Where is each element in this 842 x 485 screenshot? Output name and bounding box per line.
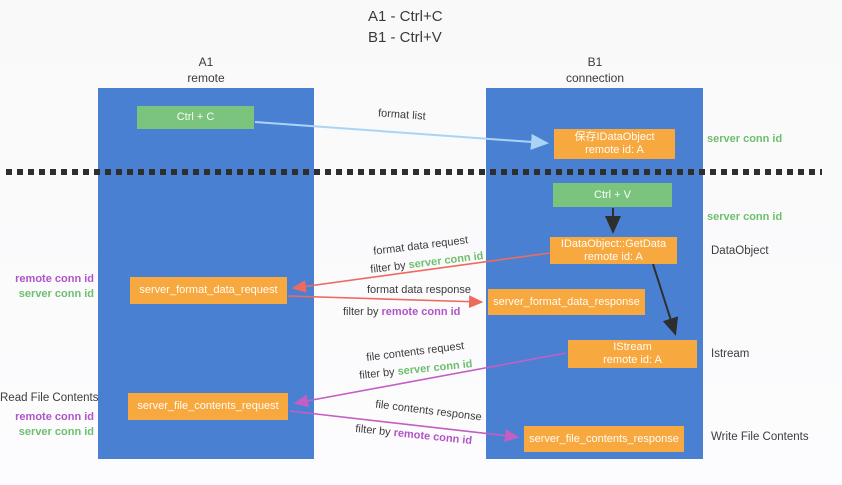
arrow-format-data-response (287, 295, 484, 309)
left-label-server-conn-id-top: server conn id (18, 288, 94, 300)
right-label-istream: Istream (711, 348, 750, 360)
column-b-header: B1 connection (487, 54, 703, 86)
node-istream-line1: IStream (613, 341, 652, 353)
filter-by-text: filter by (354, 422, 392, 439)
node-istream-line2: remote id: A (603, 354, 662, 366)
left-label-server-conn-id-bottom: server conn id (18, 426, 94, 438)
node-server-format-data-response: server_format_data_response (488, 289, 645, 315)
right-label-server-conn-id-mid: server conn id (707, 211, 783, 223)
column-a-header: A1 remote (98, 54, 314, 86)
node-idataobject-getdata: IDataObject::GetData remote id: A (550, 237, 677, 264)
remote-conn-id-text: remote conn id (381, 306, 461, 318)
left-conn-id-group-top: remote conn id server conn id (0, 272, 94, 302)
column-b-role: connection (565, 71, 625, 85)
left-label-remote-conn-id-top: remote conn id (15, 273, 94, 285)
server-conn-id-text: server conn id (407, 250, 485, 272)
right-label-dataobject: DataObject (711, 245, 769, 257)
label-file-contents-response: file contents response (374, 398, 483, 424)
node-save-idataobject: 保存IDataObject remote id: A (554, 129, 675, 159)
title-line-paste: B1 - Ctrl+V (368, 29, 442, 46)
right-label-server-conn-id-top: server conn id (707, 133, 783, 145)
node-save-idataobject-line1: 保存IDataObject (574, 131, 655, 143)
title-line-copy: A1 - Ctrl+C (368, 8, 443, 25)
column-a-role: remote (187, 71, 225, 85)
node-istream: IStream remote id: A (568, 340, 697, 368)
node-server-file-contents-request: server_file_contents_request (128, 393, 288, 420)
node-idataobject-getdata-line1: IDataObject::GetData (560, 237, 667, 250)
left-label-read-file-contents: Read File Contents (0, 392, 99, 404)
phase-separator-dotted-line (6, 169, 822, 175)
label-format-data-response: format data response (367, 284, 471, 296)
right-label-write-file-contents: Write File Contents (711, 431, 809, 443)
left-conn-id-group-bottom: remote conn id server conn id (0, 410, 94, 440)
filter-by-text: filter by (369, 259, 407, 276)
server-conn-id-text: server conn id (397, 358, 474, 378)
node-server-file-contents-response: server_file_contents_response (524, 426, 684, 452)
label-filter-by-remote-conn-id-1: filter by remote conn id (343, 306, 460, 318)
column-b-id: B1 (587, 55, 603, 69)
node-idataobject-getdata-line2: remote id: A (584, 250, 643, 263)
filter-by-text: filter by (343, 306, 379, 318)
label-filter-by-remote-conn-id-2: filter by remote conn id (355, 423, 473, 447)
node-ctrl-v: Ctrl + V (553, 183, 672, 207)
label-format-list: format list (377, 107, 427, 123)
diagram-title: A1 - Ctrl+C B1 - Ctrl+V (368, 6, 443, 48)
remote-conn-id-text: remote conn id (393, 426, 473, 448)
node-save-idataobject-line2: remote id: A (585, 144, 644, 156)
node-server-format-data-request: server_format_data_request (130, 277, 287, 304)
column-a-id: A1 (198, 55, 214, 69)
filter-by-text: filter by (358, 366, 396, 382)
left-label-remote-conn-id-bottom: remote conn id (15, 411, 94, 423)
node-ctrl-c: Ctrl + C (137, 106, 254, 129)
